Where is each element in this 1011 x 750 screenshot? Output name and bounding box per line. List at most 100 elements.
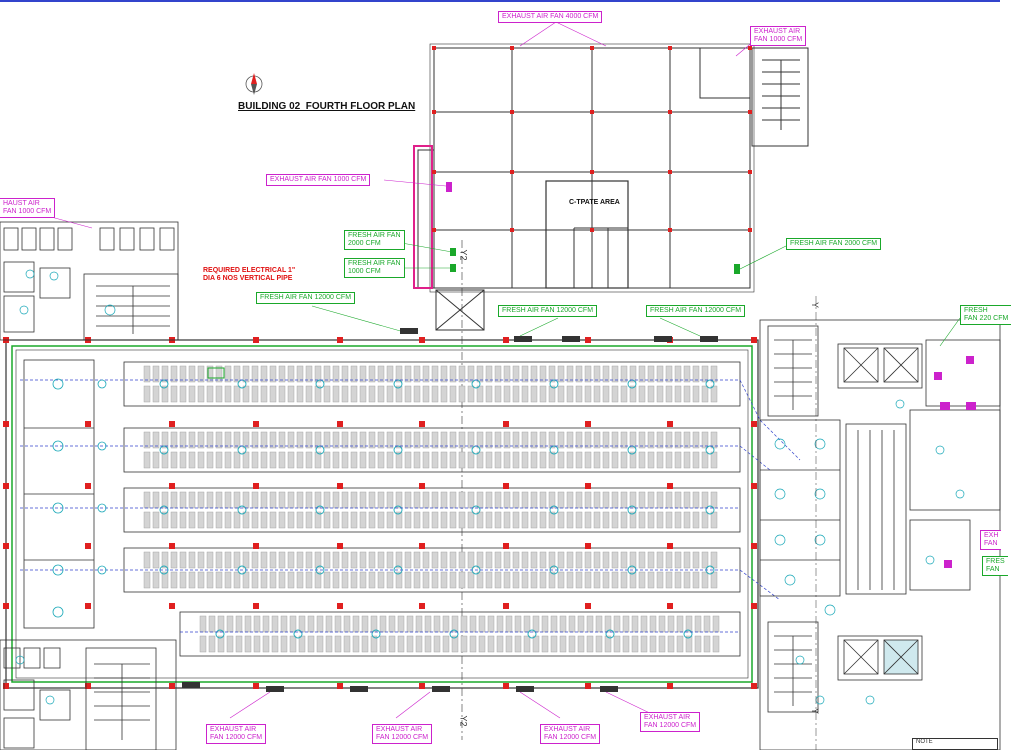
column <box>751 543 757 549</box>
exhaust-label-top: EXHAUST AIR FAN 4000 CFM <box>498 11 603 23</box>
rack-row <box>123 361 741 407</box>
column <box>751 337 757 343</box>
column <box>585 683 591 689</box>
ducts <box>20 379 801 633</box>
column <box>337 543 343 549</box>
column <box>667 483 673 489</box>
rack-row <box>123 547 741 593</box>
column <box>585 483 591 489</box>
column <box>85 683 91 689</box>
exhaust-label-right: EXH FAN <box>980 530 1002 550</box>
fresh-label-3: FRESH AIR FAN 2000 CFM <box>786 238 882 250</box>
column <box>503 483 509 489</box>
main-columns <box>3 337 757 689</box>
column <box>85 543 91 549</box>
exhaust-label-bottom-1: EXHAUST AIR FAN 12000 CFM <box>206 724 267 744</box>
column <box>751 683 757 689</box>
rack-rows <box>123 361 741 657</box>
column <box>503 603 509 609</box>
plan-title: BUILDING 02_FOURTH FLOOR PLAN <box>238 101 416 112</box>
left-wing <box>0 221 179 750</box>
column <box>169 543 175 549</box>
column <box>667 683 673 689</box>
column <box>585 543 591 549</box>
fresh-leaders <box>311 241 961 347</box>
column <box>667 603 673 609</box>
column <box>419 421 425 427</box>
fresh-label-4: FRESH AIR FAN 12000 CFM <box>256 292 356 304</box>
column <box>253 483 259 489</box>
exhaust-label-mid: EXHAUST AIR FAN 1000 CFM <box>266 174 371 186</box>
column <box>503 421 509 427</box>
rack-row <box>123 487 741 533</box>
column <box>85 603 91 609</box>
column <box>253 421 259 427</box>
note-box: NOTE <box>912 738 998 750</box>
column <box>419 603 425 609</box>
column <box>3 683 9 689</box>
exhaust-label-bottom-4: EXHAUST AIR FAN 12000 CFM <box>640 712 701 732</box>
axis-label-right-upper: Y <box>810 301 821 309</box>
column <box>253 683 259 689</box>
electrical-note: REQUIRED ELECTRICAL 1" DIA 6 NOS VERTICA… <box>203 267 296 282</box>
axis-label-upper: Y2 <box>458 249 469 261</box>
column <box>503 337 509 343</box>
column <box>337 421 343 427</box>
column <box>253 543 259 549</box>
column <box>751 483 757 489</box>
column <box>419 483 425 489</box>
column <box>169 421 175 427</box>
fresh-label-2: FRESH AIR FAN 1000 CFM <box>344 258 405 278</box>
right-equipment <box>934 356 976 568</box>
column <box>169 483 175 489</box>
column <box>337 483 343 489</box>
column <box>3 421 9 427</box>
main-floor <box>5 339 759 689</box>
column <box>169 603 175 609</box>
column <box>751 421 757 427</box>
exhaust-label-topright: EXHAUST AIR FAN 1000 CFM <box>750 26 807 46</box>
axis-label-right-lower: Y <box>810 707 821 715</box>
column <box>667 421 673 427</box>
fresh-label-6: FRESH AIR FAN 12000 CFM <box>646 305 746 317</box>
column <box>419 683 425 689</box>
column <box>337 603 343 609</box>
column <box>253 337 259 343</box>
column <box>585 421 591 427</box>
upper-block <box>417 43 809 293</box>
north-arrow-icon <box>245 73 263 95</box>
fresh-label-7: FRESH FAN 220 CFM <box>960 305 1011 325</box>
column <box>585 603 591 609</box>
column <box>169 683 175 689</box>
column <box>419 543 425 549</box>
column <box>3 603 9 609</box>
column <box>337 683 343 689</box>
column <box>503 683 509 689</box>
column <box>3 483 9 489</box>
right-wing <box>759 319 1001 750</box>
fixtures-right <box>774 399 965 705</box>
area-label: C-TPATE AREA <box>569 199 620 206</box>
exhaust-label-bottom-3: EXHAUST AIR FAN 12000 CFM <box>540 724 601 744</box>
column <box>85 483 91 489</box>
column <box>3 543 9 549</box>
fresh-label-8: FRES FAN <box>982 556 1008 576</box>
fresh-label-5: FRESH AIR FAN 12000 CFM <box>498 305 598 317</box>
axis-label-lower: Y2 <box>458 715 469 727</box>
column <box>419 337 425 343</box>
rack-row <box>179 611 741 657</box>
exhaust-label-bottom-2: EXHAUST AIR FAN 12000 CFM <box>372 724 433 744</box>
upper-columns <box>432 46 752 232</box>
column <box>253 603 259 609</box>
column <box>585 337 591 343</box>
rack-row <box>123 427 741 473</box>
column <box>751 603 757 609</box>
column <box>503 543 509 549</box>
exhaust-label-left: HAUST AIR FAN 1000 CFM <box>0 198 56 218</box>
column <box>667 543 673 549</box>
column <box>85 421 91 427</box>
fixtures-left <box>52 378 107 618</box>
column <box>337 337 343 343</box>
fresh-label-1: FRESH AIR FAN 2000 CFM <box>344 230 405 250</box>
